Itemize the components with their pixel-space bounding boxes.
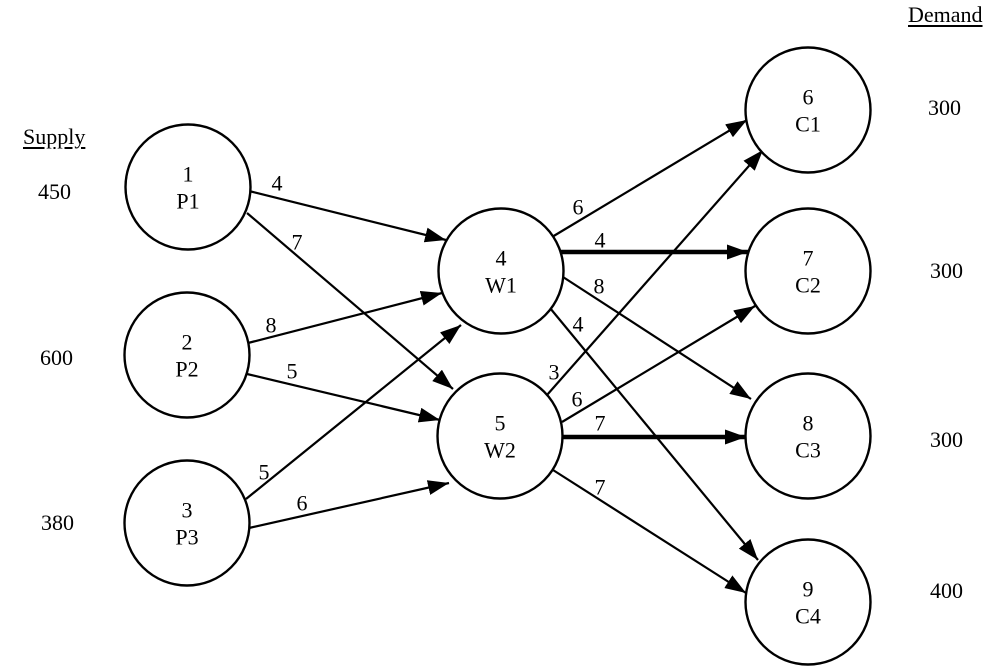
node-c1-number: 6 [803,85,814,110]
node-c4-name: C4 [795,604,821,629]
edge-cost-w2-c2: 6 [572,387,583,412]
node-p2-name: P2 [175,357,198,382]
node-p1-number: 1 [183,162,194,187]
node-p2-number: 2 [182,330,193,355]
node-w1-number: 4 [496,246,507,271]
node-w2-name: W2 [484,438,516,463]
node-w1-circle [437,207,565,335]
node-p3-name: P3 [175,525,198,550]
edge-cost-p1-w2: 7 [292,230,303,255]
demand-value-c3: 300 [930,427,963,452]
edge-p3-w2 [248,480,450,530]
node-c1-circle [744,46,872,174]
edge-p3-w1 [245,324,462,500]
node-w1-name: W1 [485,273,517,298]
node-p1-name: P1 [176,189,199,214]
edge-p1-w1 [248,189,447,243]
node-c3-circle [744,372,872,500]
edge-cost-p1-w1: 4 [272,171,283,196]
edge-p1-w2 [246,212,454,390]
supply-value-p3: 380 [41,510,74,535]
edge-cost-w1-c4: 4 [573,312,584,337]
node-c1-name: C1 [795,112,821,137]
demand-header: Demand [908,2,983,27]
edge-cost-w1-c2: 4 [595,228,606,253]
node-c4-number: 9 [803,577,814,602]
edge-cost-p3-w2: 6 [297,491,308,516]
node-c2-number: 7 [803,246,814,271]
node-c2-circle [744,207,872,335]
node-p1-circle [124,123,252,251]
edge-w2-c4 [552,469,747,594]
supply-header: Supply [23,124,86,149]
node-c3-name: C3 [795,438,821,463]
edge-w2-c1 [546,149,764,396]
demand-value-c1: 300 [928,95,961,120]
edge-w1-c4 [549,307,759,561]
demand-value-c4: 400 [930,578,963,603]
node-c4-circle [744,538,872,666]
node-c3-number: 8 [803,411,814,436]
edge-p2-w2 [246,372,441,423]
node-p3-number: 3 [182,498,193,523]
edge-w1-c3 [562,276,752,400]
edge-cost-w1-c3: 8 [594,274,605,299]
edge-p2-w1 [247,290,443,345]
edge-cost-w2-c3: 7 [595,411,606,436]
supply-value-p2: 600 [40,345,73,370]
edge-w1-c1 [551,119,748,238]
edge-cost-w2-c1: 3 [549,360,560,385]
edge-cost-w1-c1: 6 [573,195,584,220]
node-p2-circle [123,291,251,419]
edge-cost-p3-w1: 5 [259,460,270,485]
node-w2-circle [436,372,564,500]
edge-w2-c2 [561,305,756,423]
demand-value-c2: 300 [930,258,963,283]
node-p3-circle [123,459,251,587]
node-c2-name: C2 [795,273,821,298]
supply-value-p1: 450 [38,179,71,204]
node-w2-number: 5 [495,411,506,436]
edge-cost-p2-w1: 8 [266,313,277,338]
edge-cost-w2-c4: 7 [595,475,606,500]
edge-cost-p2-w2: 5 [287,359,298,384]
